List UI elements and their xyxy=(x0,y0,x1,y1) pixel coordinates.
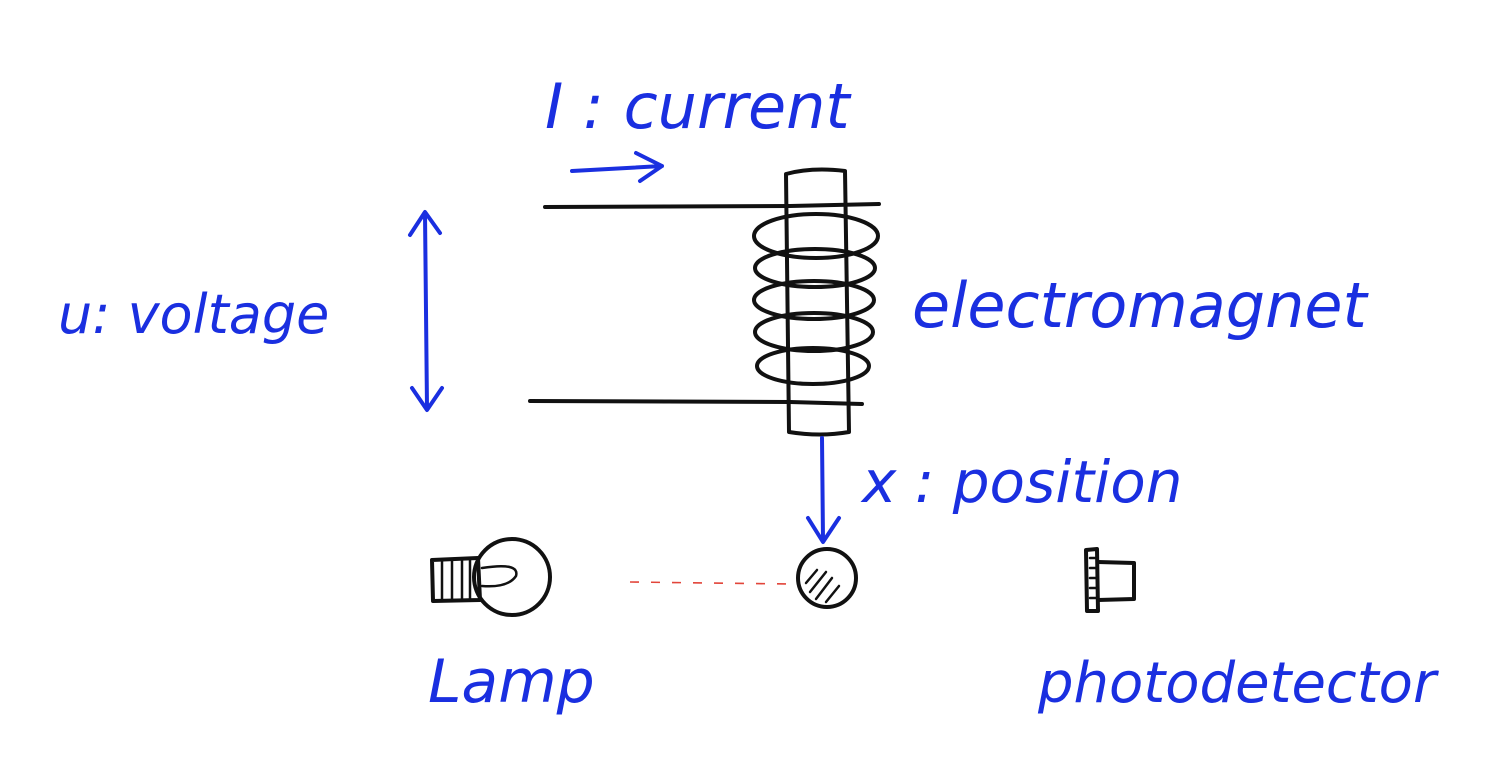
bottom-wire xyxy=(528,399,864,406)
photodetector-body xyxy=(1096,560,1136,602)
electromagnet xyxy=(752,167,880,437)
voltage-label: u: voltage xyxy=(58,283,329,346)
top-wire xyxy=(543,202,881,209)
voltage-double-arrow xyxy=(408,210,444,412)
lamp xyxy=(430,537,552,617)
electromagnet-coil xyxy=(752,212,880,386)
levitated-ball xyxy=(796,547,858,609)
photodetector xyxy=(1084,547,1136,613)
light-beam xyxy=(629,581,793,585)
lamp-label: Lamp xyxy=(428,647,595,717)
photodetector-label: photodetector xyxy=(1037,651,1439,716)
current-label: I : current xyxy=(545,70,852,143)
position-arrow xyxy=(806,436,841,544)
lamp-bulb xyxy=(472,537,552,617)
current-arrow xyxy=(570,151,664,183)
lamp-filament xyxy=(480,565,518,588)
lamp-base-thread xyxy=(440,557,472,602)
position-label: x : position xyxy=(860,448,1182,516)
electromagnet-core xyxy=(784,167,851,437)
electromagnet-label: electromagnet xyxy=(912,269,1370,342)
photodetector-sensor xyxy=(1084,547,1100,613)
